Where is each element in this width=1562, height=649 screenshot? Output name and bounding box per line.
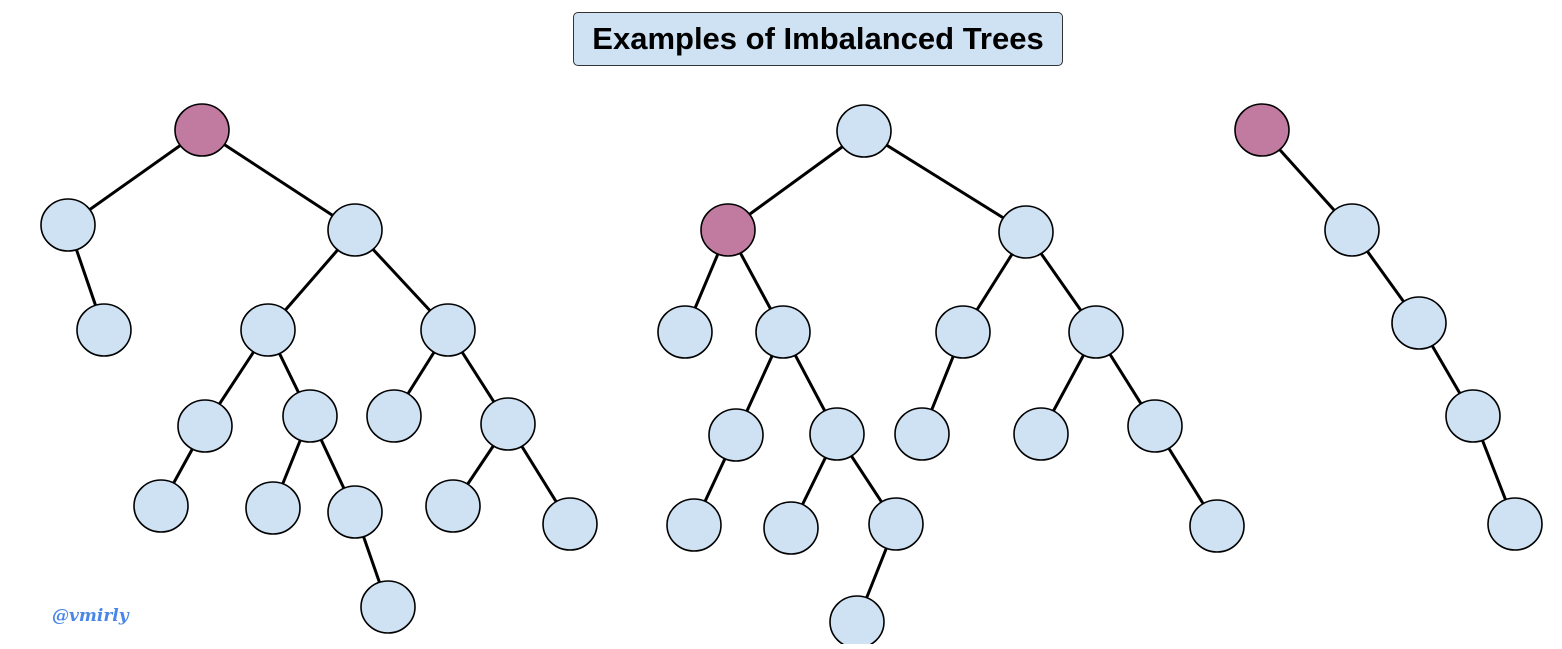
- tree-1-node-h: [282, 389, 338, 443]
- tree-1-node-m: [366, 389, 422, 443]
- tree-3-node-c: [1391, 296, 1447, 350]
- tree-2-node-h: [763, 501, 819, 555]
- tree-1-node-a-highlighted: [174, 103, 230, 157]
- tree-1-node-n: [480, 397, 536, 451]
- title-text: Examples of Imbalanced Trees: [592, 21, 1044, 56]
- tree-2-node-f: [666, 498, 722, 552]
- tree-2-node-l: [935, 305, 991, 359]
- nodes-layer: [40, 103, 1543, 649]
- tree-2-node-m: [894, 407, 950, 461]
- diagram-title: Examples of Imbalanced Trees: [573, 12, 1063, 66]
- tree-2-node-o: [1013, 407, 1069, 461]
- tree-2-node-n: [1068, 305, 1124, 359]
- tree-1-edge-a-d: [201, 128, 356, 232]
- tree-1-node-p: [542, 497, 598, 551]
- tree-2-node-j: [829, 595, 885, 649]
- tree-1-node-i: [245, 481, 301, 535]
- tree-2-node-q: [1189, 499, 1245, 553]
- tree-1-node-l: [420, 303, 476, 357]
- tree-2-node-d: [755, 305, 811, 359]
- tree-3-node-a-highlighted: [1234, 103, 1290, 157]
- tree-2-node-g: [809, 407, 865, 461]
- tree-2-edge-a-k: [863, 129, 1027, 234]
- tree-2-node-b-highlighted: [700, 203, 756, 257]
- tree-1-node-d: [327, 203, 383, 257]
- tree-1-node-k: [360, 580, 416, 634]
- tree-1-node-c: [76, 303, 132, 357]
- tree-1-node-f: [177, 399, 233, 453]
- tree-2-node-k: [998, 205, 1054, 259]
- tree-2-node-a: [836, 104, 892, 158]
- tree-2-edge-a-b: [727, 129, 865, 232]
- tree-3-node-d: [1445, 389, 1501, 443]
- tree-1-node-o: [425, 479, 481, 533]
- tree-1-node-e: [240, 303, 296, 357]
- tree-2-node-p: [1127, 399, 1183, 453]
- tree-3-node-b: [1324, 203, 1380, 257]
- tree-2-node-c: [657, 305, 713, 359]
- tree-2-node-e: [708, 408, 764, 462]
- tree-1-node-g: [133, 479, 189, 533]
- tree-3-node-e: [1487, 497, 1543, 551]
- author-watermark: @vmirly: [52, 606, 129, 626]
- tree-1-node-j: [327, 485, 383, 539]
- tree-2-node-i: [868, 497, 924, 551]
- tree-1-node-b: [40, 198, 96, 252]
